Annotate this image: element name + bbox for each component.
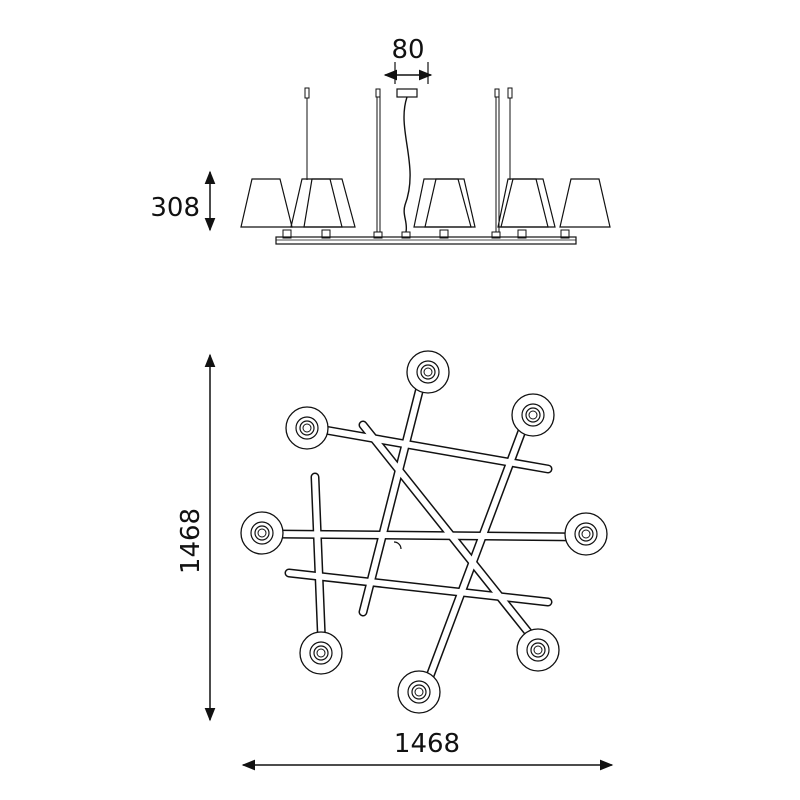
lamp-head <box>516 628 560 672</box>
lamp-shades-front <box>240 178 611 228</box>
lamp-head <box>511 393 555 437</box>
frame-arm-fill <box>360 369 427 615</box>
frame-arm-fill <box>360 422 547 655</box>
dimension-plan-height: 1468 <box>176 353 216 722</box>
dimension-label-plan-height: 1468 <box>176 508 206 574</box>
side-elevation-view: 80 308 <box>150 35 611 245</box>
power-cable <box>403 96 411 233</box>
ceiling-canopy <box>396 88 418 98</box>
lamp-head <box>299 631 343 675</box>
frame-arm-fill <box>312 474 325 653</box>
lamp-head <box>285 406 329 450</box>
lamp-head <box>406 350 450 394</box>
lamp-head <box>564 512 608 556</box>
lamp-head <box>240 511 284 555</box>
suspension-wires <box>304 87 513 232</box>
lamp-head <box>397 670 441 714</box>
dimension-plan-width: 1468 <box>241 729 614 771</box>
dimension-top-width: 80 <box>383 35 433 84</box>
frame-arm-fill <box>421 412 531 695</box>
frame-arms <box>268 367 588 697</box>
frame-bar-side <box>275 229 577 245</box>
lamp-shades-back <box>303 178 556 228</box>
lamp-heads <box>240 350 608 714</box>
plan-view: 1468 1468 <box>176 350 614 771</box>
dimension-label-top-width: 80 <box>391 35 424 65</box>
frame-arm-fill <box>286 570 551 605</box>
dimension-label-plan-width: 1468 <box>394 729 460 759</box>
dimension-side-height: 308 <box>150 170 216 232</box>
center-hub <box>393 541 402 550</box>
dimension-label-side-height: 308 <box>150 193 200 223</box>
frame-arm-fill <box>270 531 586 540</box>
